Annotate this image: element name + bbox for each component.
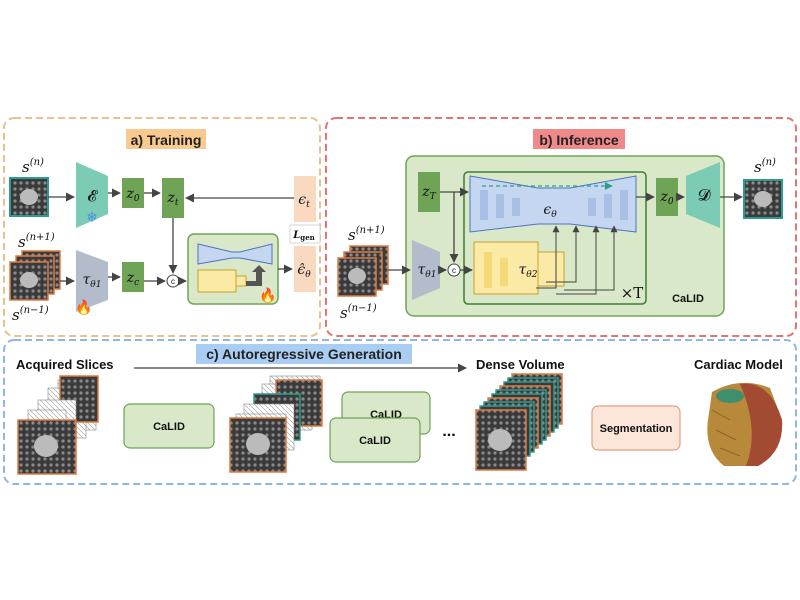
inference-s-n-plus-1-label: s(n+1): [348, 225, 385, 244]
cardiac-model-3d: [707, 382, 783, 466]
decoder-label: 𝓓: [698, 185, 711, 204]
svg-text:ϵt: ϵt: [298, 192, 310, 210]
dense-volume-label: Dense Volume: [476, 357, 565, 372]
inference-title-box: [533, 129, 625, 149]
autoregressive-panel: c) Autoregressive Generation Acquired Sl…: [3, 339, 797, 485]
svg-text:z0: z0: [659, 189, 673, 207]
training-title-box: [126, 129, 206, 149]
svg-text:τθ1: τθ1: [83, 272, 102, 290]
calid-label: CaLID: [672, 293, 704, 305]
latent-z0-inference: [656, 178, 678, 216]
partial-volume-stack: [229, 375, 323, 473]
flame-icon-unet: 🔥: [259, 287, 276, 304]
svg-text:zt: zt: [166, 190, 178, 208]
segmentation-box: [591, 405, 681, 451]
svg-text:zc: zc: [126, 270, 139, 288]
training-title: a) Training: [131, 132, 202, 148]
svg-text:τθ2: τθ2: [519, 262, 538, 280]
inference-panel: b) Inference CaLID ×T ϵθ τθ2 zT z0: [325, 117, 797, 337]
autoregressive-title: c) Autoregressive Generation: [206, 346, 402, 362]
slice-stack-inference: [337, 245, 389, 297]
condition-encoder-tau-inference: [412, 240, 440, 300]
decoder-block: [686, 162, 720, 228]
training-panel: a) Training s(n) 𝓔 ❄ z0 zt ϵt Lgen ϵ̂θ: [3, 117, 321, 337]
dense-volume-stack: [475, 373, 563, 471]
arrow-icon: [246, 265, 266, 286]
calid-box-3: [329, 417, 421, 463]
svg-text:c: c: [171, 277, 175, 286]
svg-text:Lgen: Lgen: [292, 230, 314, 242]
svg-text:τθ1: τθ1: [418, 262, 437, 280]
noise-epsilon-t: [294, 176, 316, 222]
svg-text:Segmentation: Segmentation: [600, 423, 673, 435]
loss-box: [289, 224, 321, 244]
svg-text:CaLID: CaLID: [153, 421, 185, 433]
s-n-minus-1-label: s(n−1): [12, 305, 49, 324]
calid-box-1: [123, 403, 215, 449]
latent-z0: [122, 178, 144, 208]
times-t-label: ×T: [621, 284, 644, 302]
ellipsis: ...: [442, 423, 455, 440]
inference-s-n-minus-1-label: s(n−1): [340, 303, 377, 322]
encoder-block: [76, 162, 108, 228]
inference-title: b) Inference: [539, 132, 619, 148]
s-n-label: s(n): [22, 157, 44, 176]
svg-text:CaLID: CaLID: [359, 435, 391, 447]
svg-text:c: c: [452, 266, 456, 275]
output-slice-s-n: [743, 179, 783, 219]
predicted-noise: [294, 246, 316, 292]
latent-zT: [418, 172, 440, 212]
slice-stack-training: [9, 250, 61, 301]
latent-zt: [162, 178, 184, 218]
flame-icon: 🔥: [75, 299, 92, 316]
unet-blue: [469, 175, 637, 233]
svg-text:ϵθ: ϵθ: [543, 202, 557, 220]
slice-image-s-n: [9, 177, 49, 217]
svg-text:zT: zT: [421, 184, 436, 202]
condition-encoder-tau: [76, 250, 108, 312]
acquired-slices-label: Acquired Slices: [16, 357, 114, 372]
encoder-label: 𝓔: [87, 186, 98, 205]
s-n-plus-1-label: s(n+1): [18, 232, 55, 251]
autoregressive-title-box: [196, 344, 412, 364]
acquired-slices-stack: [17, 375, 99, 475]
svg-text:ϵ̂θ: ϵ̂θ: [297, 262, 311, 280]
cardiac-model-label: Cardiac Model: [694, 357, 783, 372]
snowflake-icon: ❄: [86, 210, 98, 226]
svg-text:z0: z0: [125, 186, 139, 204]
latent-zc: [122, 262, 144, 292]
output-s-n-label: s(n): [754, 157, 776, 176]
